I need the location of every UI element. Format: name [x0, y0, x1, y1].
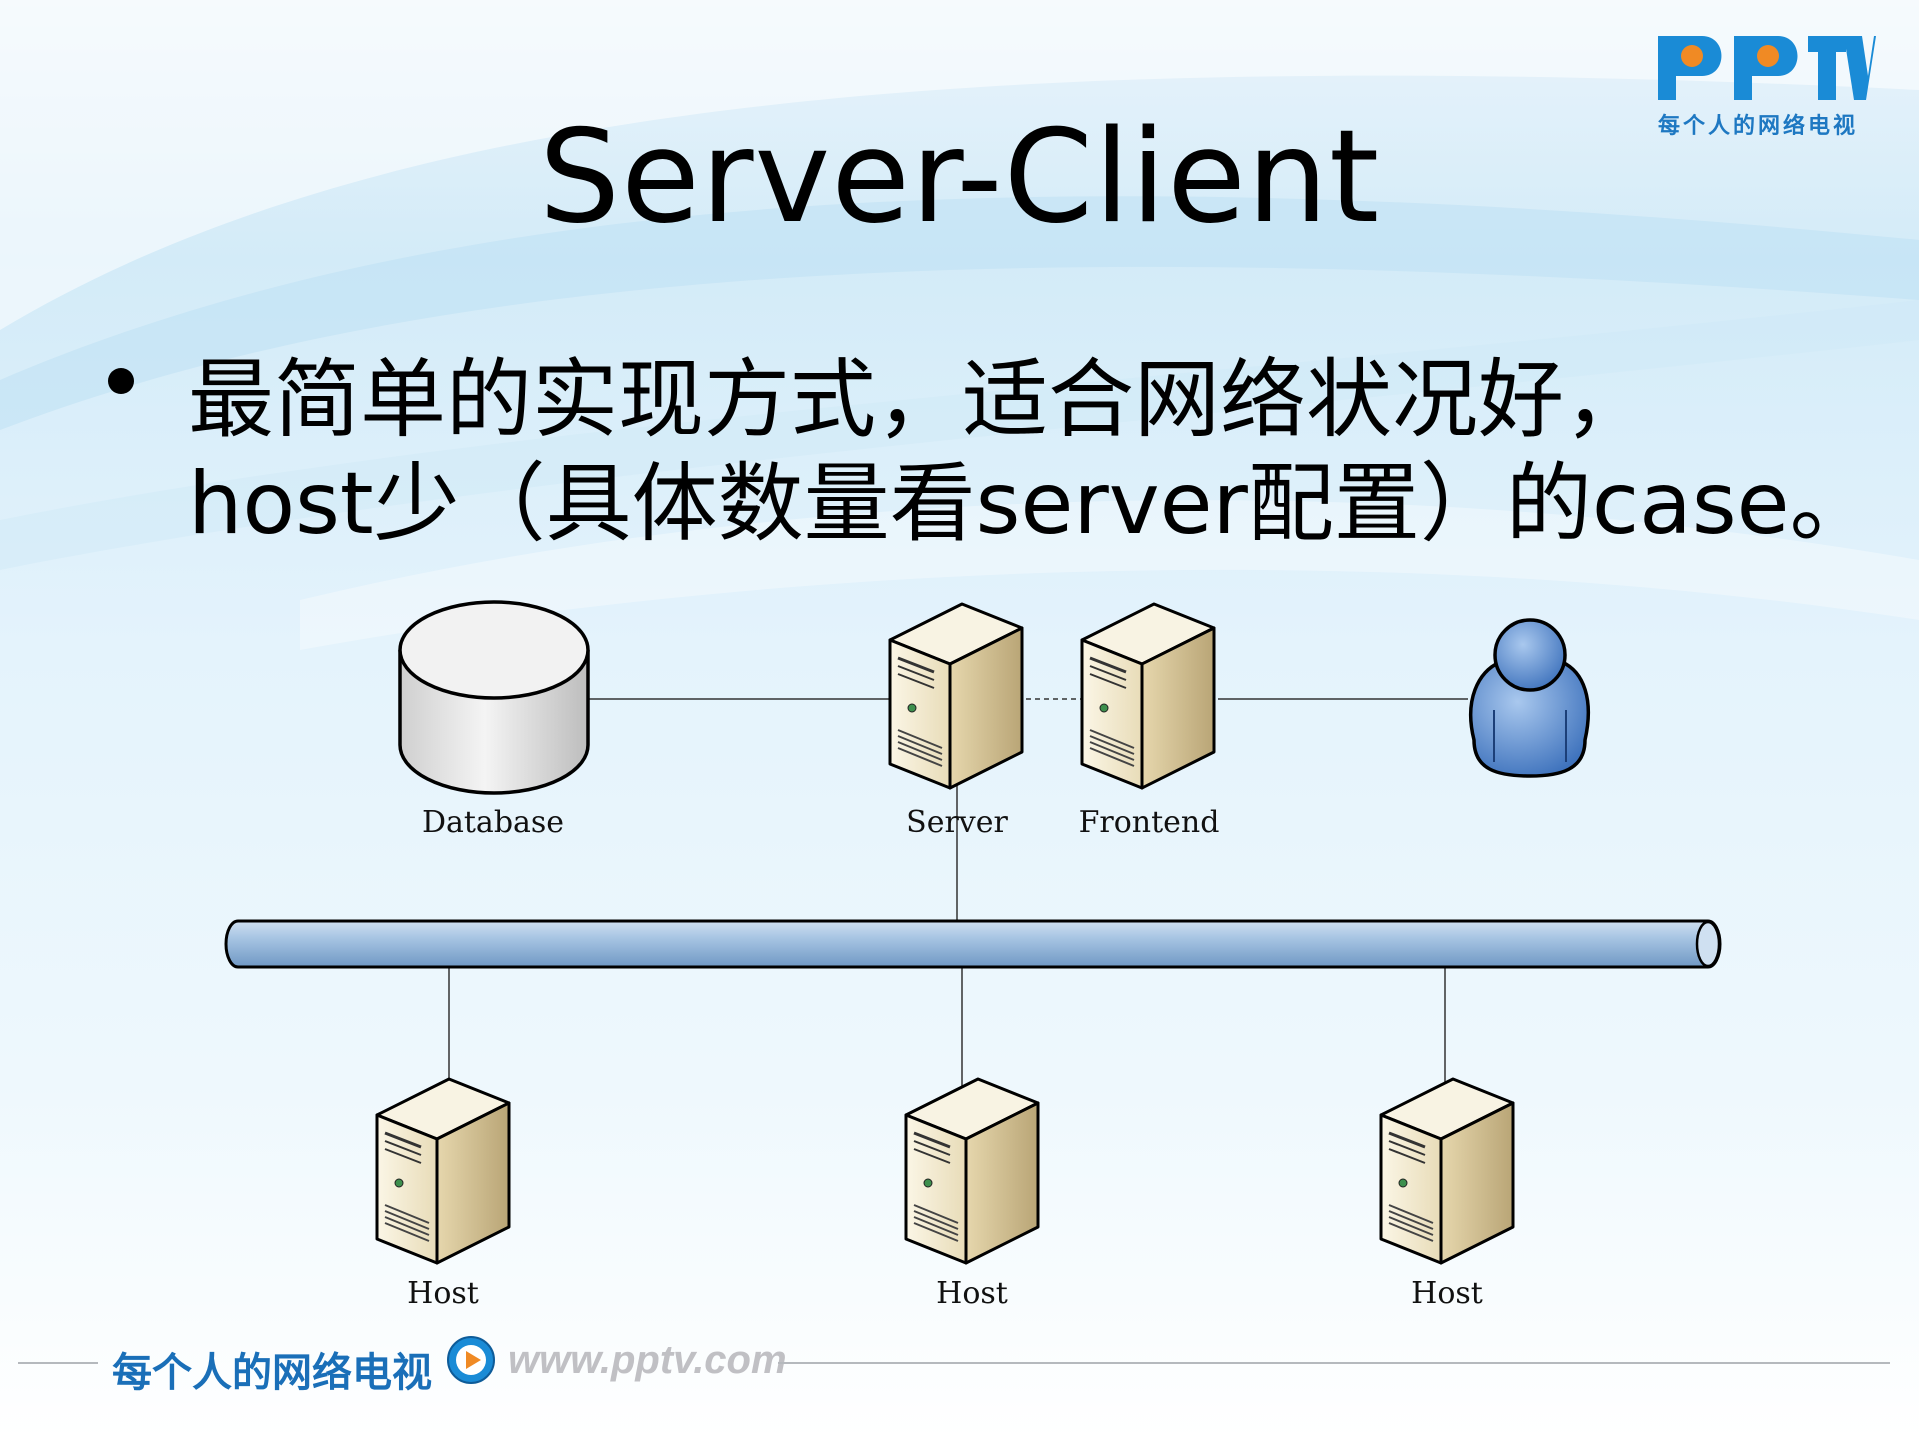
network-bus	[224, 919, 1722, 969]
footer-rule-left	[18, 1362, 98, 1364]
host-icon-2	[904, 1077, 1040, 1265]
footer-rule-right	[778, 1362, 1890, 1364]
frontend-server-icon	[1080, 602, 1216, 790]
bullet-line-2: host少（具体数量看server配置）的case。	[188, 454, 1876, 554]
bullet-dot	[108, 368, 134, 394]
database-icon	[398, 600, 590, 795]
bullet-line-1: 最简单的实现方式，适合网络状况好，	[188, 350, 1650, 450]
host-icon-3	[1379, 1077, 1515, 1265]
play-icon	[447, 1336, 495, 1384]
pptv-logo: 每个人的网络电视	[1650, 28, 1880, 139]
host-label-3: Host	[1411, 1276, 1483, 1311]
pptv-logo-mark	[1658, 36, 1880, 100]
user-icon	[1469, 618, 1590, 778]
host-label-1: Host	[407, 1276, 479, 1311]
database-label: Database	[422, 805, 564, 840]
slide-title: Server-Client	[538, 103, 1381, 252]
server-label: Server	[906, 805, 1008, 840]
host-label-2: Host	[936, 1276, 1008, 1311]
server-icon	[888, 602, 1024, 790]
logo-tagline: 每个人的网络电视	[1658, 114, 1859, 139]
footer-slogan: 每个人的网络电视	[112, 1350, 432, 1396]
frontend-label: Frontend	[1079, 805, 1220, 840]
footer-url: www.pptv.com	[508, 1338, 787, 1382]
bullet-text: 最简单的实现方式，适合网络状况好， host少（具体数量看server配置）的c…	[188, 348, 1888, 556]
host-icon-1	[375, 1077, 511, 1265]
